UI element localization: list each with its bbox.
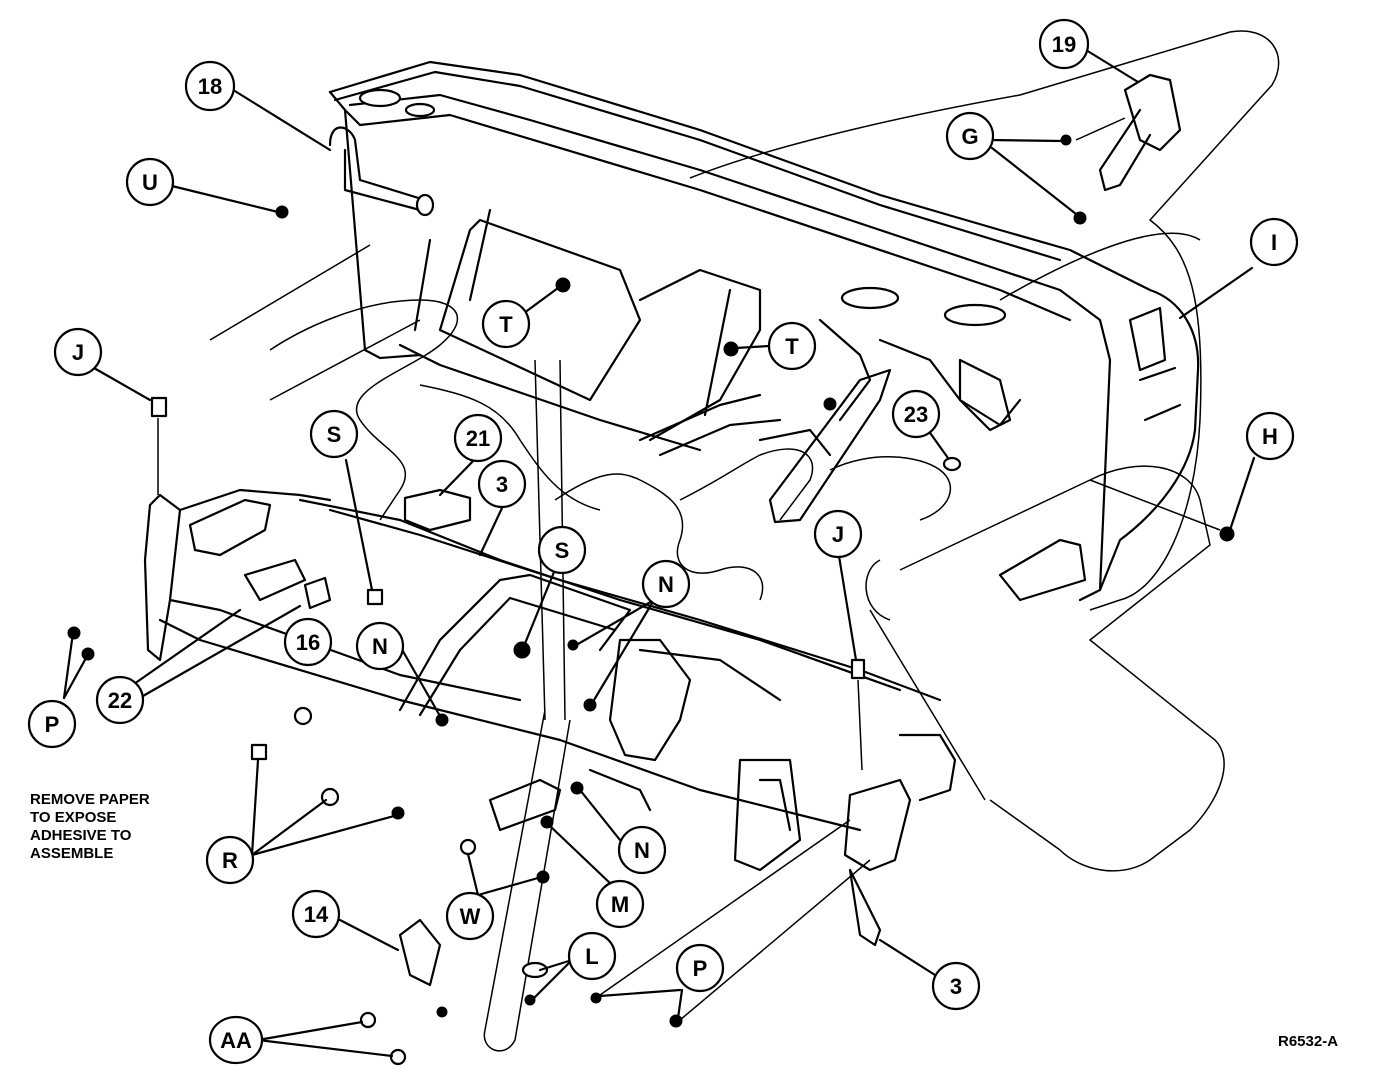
- svg-text:16: 16: [296, 630, 320, 655]
- svg-text:REMOVE PAPER: REMOVE PAPER: [30, 791, 150, 808]
- svg-text:21: 21: [466, 426, 490, 451]
- callout-m: M: [595, 879, 645, 929]
- callout-aa: AA: [208, 1015, 264, 1065]
- callout-l: L: [567, 931, 617, 981]
- assembly-note: REMOVE PAPER TO EXPOSE ADHESIVE TO ASSEM…: [30, 791, 150, 862]
- svg-text:J: J: [72, 340, 84, 365]
- callout-t-left: T: [481, 299, 531, 349]
- callout-21: 21: [453, 413, 503, 463]
- svg-text:W: W: [460, 904, 481, 929]
- svg-text:R: R: [222, 848, 238, 873]
- callout-s-left: S: [309, 409, 359, 459]
- svg-text:14: 14: [304, 902, 329, 927]
- svg-text:H: H: [1262, 424, 1278, 449]
- callout-p-left: P: [27, 699, 77, 749]
- svg-text:22: 22: [108, 688, 132, 713]
- callout-23: 23: [891, 389, 941, 439]
- svg-text:23: 23: [904, 402, 928, 427]
- svg-text:N: N: [372, 634, 388, 659]
- callout-n-left: N: [355, 621, 405, 671]
- callout-h: H: [1245, 411, 1295, 461]
- svg-text:I: I: [1271, 230, 1277, 255]
- callout-19: 19: [1038, 18, 1090, 70]
- svg-text:T: T: [499, 312, 513, 337]
- figure-id: R6532-A: [1278, 1033, 1338, 1050]
- phantom-outlines: [209, 30, 1280, 1052]
- svg-text:3: 3: [950, 974, 962, 999]
- svg-text:G: G: [961, 124, 978, 149]
- callout-3-top: 3: [477, 459, 527, 509]
- svg-text:T: T: [785, 334, 799, 359]
- callout-j-right: J: [813, 509, 863, 559]
- svg-text:19: 19: [1052, 32, 1076, 57]
- callout-r: R: [205, 835, 255, 885]
- small-parts: [67, 73, 1235, 1066]
- svg-text:P: P: [693, 956, 708, 981]
- svg-text:U: U: [142, 170, 158, 195]
- svg-text:TO EXPOSE: TO EXPOSE: [30, 809, 116, 826]
- callout-w: W: [445, 891, 495, 941]
- svg-text:N: N: [658, 572, 674, 597]
- svg-text:M: M: [611, 892, 629, 917]
- svg-text:AA: AA: [220, 1028, 252, 1053]
- svg-text:L: L: [585, 944, 598, 969]
- svg-text:S: S: [327, 422, 342, 447]
- fasteners: [67, 134, 1235, 1066]
- callout-g: G: [945, 111, 995, 161]
- callout-s-mid: S: [537, 525, 587, 575]
- callout-3-bottom: 3: [931, 961, 981, 1011]
- svg-text:ASSEMBLE: ASSEMBLE: [30, 845, 113, 862]
- svg-text:3: 3: [496, 472, 508, 497]
- callout-14: 14: [291, 889, 341, 939]
- callout-t-right: T: [767, 321, 817, 371]
- leader-lines: [62, 48, 1256, 1058]
- callout-u: U: [125, 157, 175, 207]
- callouts: 18 19 G U I J T T 23 H S 21 3 S N J P 22…: [27, 18, 1299, 1065]
- callout-i: I: [1249, 217, 1299, 267]
- svg-text:N: N: [634, 838, 650, 863]
- svg-text:J: J: [832, 522, 844, 547]
- callout-22: 22: [95, 675, 145, 725]
- svg-text:18: 18: [198, 74, 222, 99]
- callout-p-bottom: P: [675, 943, 725, 993]
- upper-instrument-panel: [328, 60, 1200, 602]
- svg-text:S: S: [555, 538, 570, 563]
- svg-text:ADHESIVE TO: ADHESIVE TO: [30, 827, 132, 844]
- callout-n-right: N: [641, 559, 691, 609]
- callout-n-low: N: [617, 825, 667, 875]
- callout-j-left: J: [53, 327, 103, 377]
- svg-text:P: P: [45, 712, 60, 737]
- callout-18: 18: [184, 60, 236, 112]
- callout-16: 16: [283, 617, 333, 667]
